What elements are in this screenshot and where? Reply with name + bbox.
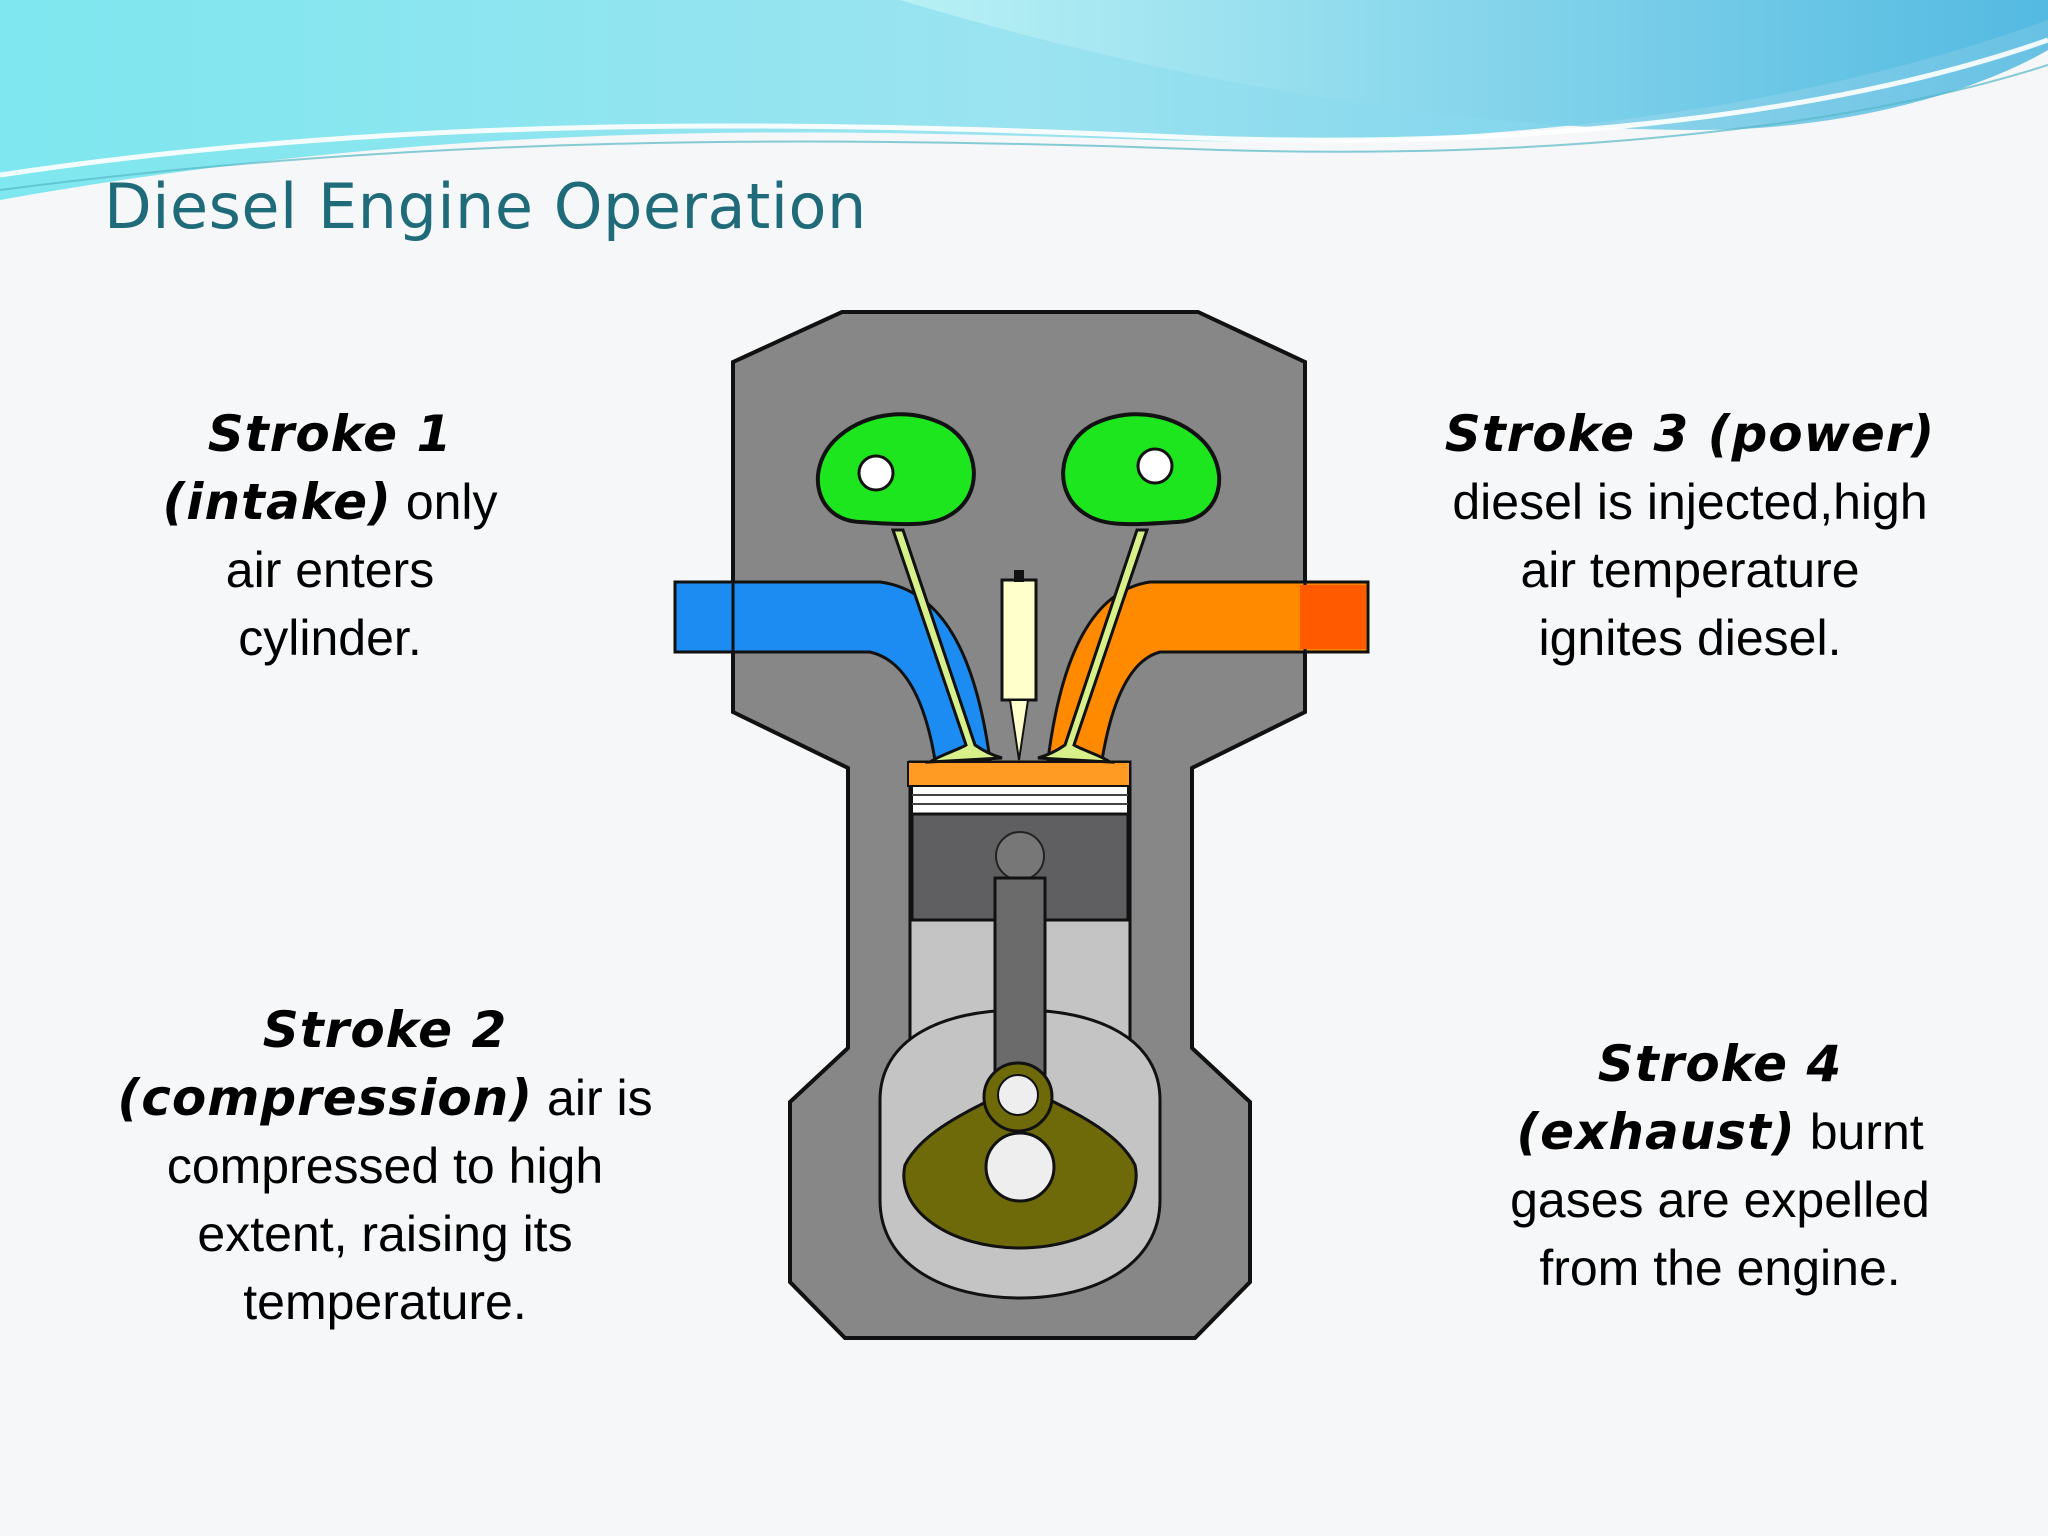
- stroke-3-text: ignites diesel.: [1538, 610, 1842, 666]
- piston-pin: [995, 831, 1045, 881]
- stroke-1-heading: Stroke 1: [207, 405, 453, 463]
- fuel-injector: [1000, 578, 1038, 702]
- intake-valve: [890, 528, 1003, 764]
- stroke-2-phase: (compression): [117, 1069, 534, 1127]
- stroke-2-text: compressed to high: [166, 1138, 604, 1194]
- header-wave-decoration: [0, 0, 2048, 200]
- stroke-4-text: from the engine.: [1539, 1240, 1901, 1296]
- exhaust-camshaft-axis: [1136, 447, 1174, 485]
- stroke-1-text: cylinder.: [238, 610, 422, 666]
- stroke-3-description: Stroke 3 (power) diesel is injected,high…: [1405, 400, 1975, 672]
- diesel-engine-diagram: [673, 310, 1370, 1340]
- crankshaft: [984, 1131, 1056, 1203]
- stroke-4-description: Stroke 4 (exhaust) burnt gases are expel…: [1440, 1030, 2000, 1302]
- stroke-2-description: Stroke 2 (compression) air is compressed…: [95, 996, 675, 1336]
- slide-title: Diesel Engine Operation: [104, 170, 867, 243]
- stroke-1-text: only: [391, 474, 498, 530]
- stroke-4-phase: (exhaust): [1516, 1103, 1796, 1161]
- stroke-2-text: extent, raising its: [197, 1206, 573, 1262]
- stroke-2-text: temperature.: [243, 1274, 527, 1330]
- intake-pipe-inlet: [673, 580, 735, 654]
- exhaust-outlet-hot: [1300, 585, 1366, 649]
- stroke-1-phase: (intake): [162, 473, 392, 531]
- stroke-4-heading: Stroke 4: [1597, 1035, 1843, 1093]
- stroke-3-text: diesel is injected,high: [1452, 474, 1928, 530]
- injector-tip: [1014, 570, 1024, 582]
- injector-nozzle: [1008, 699, 1030, 761]
- piston-rings: [911, 785, 1129, 815]
- stroke-1-description: Stroke 1 (intake) only air enters cylind…: [130, 400, 530, 672]
- stroke-4-text: burnt: [1795, 1104, 1924, 1160]
- stroke-1-text: air enters: [225, 542, 435, 598]
- intake-camshaft-axis: [857, 454, 895, 492]
- crank-pin: [997, 1074, 1039, 1116]
- stroke-4-text: gases are expelled: [1510, 1172, 1930, 1228]
- stroke-2-text: air is: [533, 1070, 653, 1126]
- combustion-chamber: [907, 761, 1131, 787]
- intake-camshaft-lobe: [815, 412, 976, 527]
- stroke-3-text: air temperature: [1520, 542, 1860, 598]
- stroke-3-heading: Stroke 3 (power): [1444, 405, 1936, 463]
- exhaust-valve: [1037, 528, 1150, 764]
- stroke-2-heading: Stroke 2: [262, 1001, 508, 1059]
